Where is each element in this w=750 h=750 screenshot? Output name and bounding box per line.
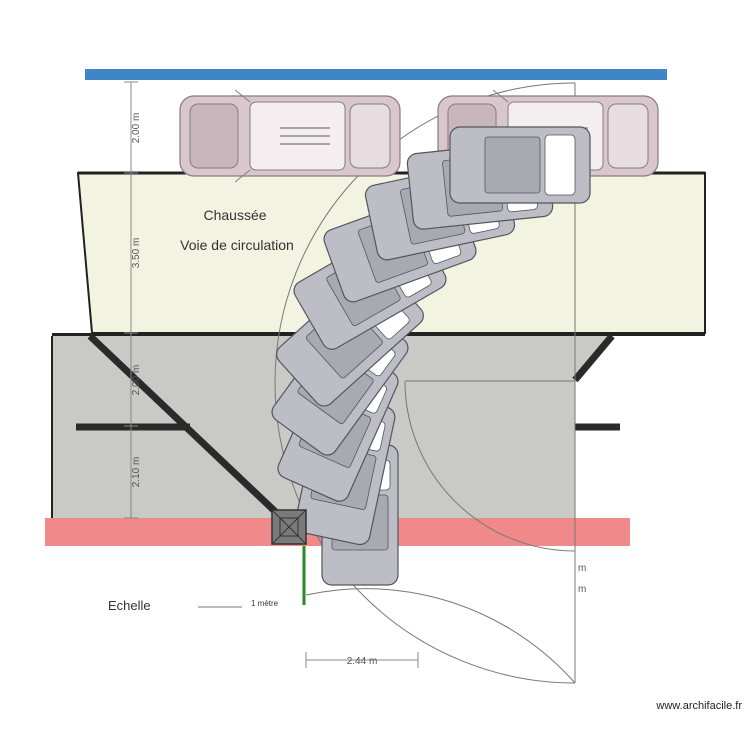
dimension-label: 2.44 m (347, 656, 378, 667)
outer-turn-arc (274, 82, 576, 684)
dimension-label: 2.00 m (131, 365, 142, 396)
scale-bar-label: 1 mètre (251, 599, 279, 608)
inner-turn-arc (404, 380, 576, 552)
credit-text: www.archifacile.fr (656, 700, 742, 712)
road-title: Chaussée (203, 207, 266, 223)
dimension-label: 2.00 m (131, 113, 142, 144)
scale-label: Echelle (108, 598, 151, 613)
turning-car-position (449, 126, 591, 204)
swing-arc (305, 588, 576, 684)
top-boundary-band (85, 69, 667, 80)
edge-mark: m (578, 584, 586, 595)
parked-car-left (179, 89, 401, 183)
dimension-label: 2.10 m (131, 457, 142, 488)
edge-mark: m (578, 563, 586, 574)
diagonal-beam-right (572, 333, 615, 383)
road-subtitle: Voie de circulation (180, 237, 294, 253)
dimension-label: 3.50 m (131, 238, 142, 269)
